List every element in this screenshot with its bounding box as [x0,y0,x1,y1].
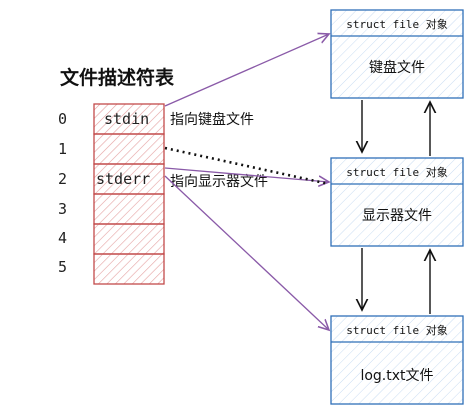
file-object-box [330,157,464,247]
fd-index-0: 0 [58,110,67,128]
fd-cell-3 [93,193,165,225]
file-object-body: log.txt文件 [360,368,433,384]
file-object-header: struct file 对象 [346,323,447,337]
file-object-box [330,9,464,99]
file-object-body: 显示器文件 [362,208,432,224]
fd-cell-0 [93,103,165,135]
fd-cell-5 [93,253,165,285]
fd-index-column: 0 1 2 3 4 5 [58,110,67,276]
file-object-logtxt: struct file 对象 log.txt文件 [330,315,464,405]
fd-cell-0-label: stdin [104,110,149,128]
arrow-stdout-dotted [164,146,330,186]
fd-cell-1 [93,133,165,165]
file-object-display: struct file 对象 显示器文件 [330,157,464,247]
fd-cell-4 [93,223,165,255]
fd-index-5: 5 [58,258,67,276]
fd-index-4: 4 [58,229,67,247]
fd-index-1: 1 [58,140,67,158]
file-object-header: struct file 对象 [346,17,447,31]
file-object-header: struct file 对象 [346,165,447,179]
stdin-note: 指向键盘文件 [170,111,254,128]
fd-cell-2 [93,163,165,195]
file-object-body: 键盘文件 [369,59,425,76]
stderr-note: 指向显示器文件 [170,174,268,190]
fd-index-3: 3 [58,200,67,218]
table-title: 文件描述符表 [60,66,175,89]
file-object-box [330,315,464,405]
file-object-keyboard: struct file 对象 键盘文件 [330,9,464,99]
fd-index-2: 2 [58,170,67,188]
arrow-stderr-to-display [164,167,329,182]
fd-table: stdin stderr [93,103,165,285]
arrow-stdin-to-keyboard [164,34,329,107]
arrow-stderr-to-logtxt [164,175,329,330]
fd-cell-2-label: stderr [96,170,150,188]
